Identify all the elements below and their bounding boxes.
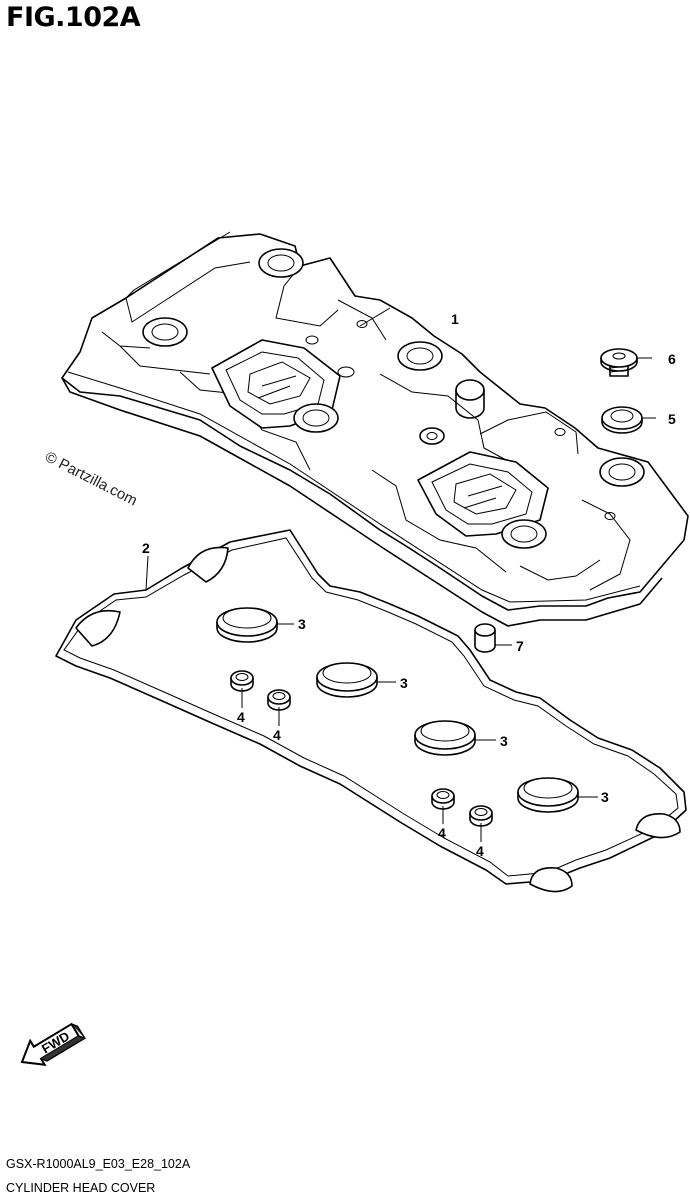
fwd-arrow-icon: FWD	[20, 1022, 87, 1066]
callout-3: 3	[601, 789, 609, 805]
callout-4: 4	[237, 709, 245, 725]
o-ring-small[interactable]	[469, 805, 493, 827]
bolt-boss	[142, 248, 645, 549]
o-ring-large[interactable]	[216, 607, 278, 643]
o-ring-large[interactable]	[316, 662, 378, 698]
o-ring-large[interactable]	[517, 777, 579, 813]
model-code: GSX-R1000AL9_E03_E28_102A	[6, 1157, 191, 1171]
callout-4: 4	[273, 727, 281, 743]
callout-3: 3	[298, 616, 306, 632]
callout-3: 3	[500, 733, 508, 749]
callout-1: 1	[451, 311, 459, 327]
watermark: © Partzilla.com	[42, 448, 140, 509]
callout-3: 3	[400, 675, 408, 691]
cylinder-head-cover-gasket[interactable]	[55, 529, 687, 893]
callout-6: 6	[668, 351, 676, 367]
figure-title: FIG.102A	[6, 2, 141, 33]
washer[interactable]	[601, 406, 643, 434]
callout-4: 4	[476, 843, 484, 859]
callout-2: 2	[142, 540, 150, 556]
spark-plug-well-right	[417, 451, 549, 537]
figure-footer: GSX-R1000AL9_E03_E28_102A CYLINDER HEAD …	[6, 1152, 190, 1200]
callout-7: 7	[516, 638, 524, 654]
callout-4: 4	[438, 825, 446, 841]
leader-lines	[145, 357, 656, 842]
bolt[interactable]	[600, 348, 638, 377]
dowel-pin[interactable]	[474, 623, 496, 653]
callout-5: 5	[668, 411, 676, 427]
o-ring-large[interactable]	[414, 720, 476, 756]
figure-caption: CYLINDER HEAD COVER	[6, 1181, 156, 1195]
cylinder-head-cover[interactable]	[61, 231, 689, 627]
